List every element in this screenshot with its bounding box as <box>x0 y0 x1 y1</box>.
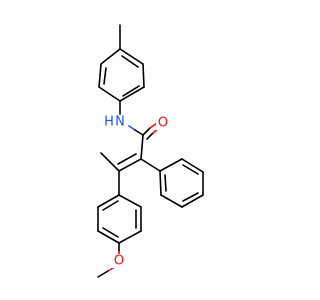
phenyl-ring <box>159 158 204 208</box>
oxygen-methyl-bond <box>97 270 109 278</box>
aromatic-double-bond <box>164 174 167 192</box>
bond <box>118 194 142 208</box>
background <box>0 0 300 300</box>
aromatic-double-bond <box>102 227 119 238</box>
alkene-double-bond <box>117 153 137 165</box>
aromatic-double-bond <box>122 85 140 97</box>
alkene-bond <box>118 158 142 172</box>
hydrogen-label: H <box>104 115 114 130</box>
ether-oxygen-label: O <box>114 254 124 269</box>
vinyl-bond <box>100 152 120 172</box>
alpha-phenyl-bond <box>140 158 161 172</box>
aromatic-double-bond <box>182 164 199 175</box>
bond <box>119 48 144 65</box>
amide-bond-n-half <box>128 125 136 131</box>
oxygen-methyl-bond-o-half <box>107 267 114 272</box>
carbonyl-oxygen-label: O <box>158 116 168 131</box>
label-backdrop <box>156 116 170 130</box>
bond-layer <box>97 24 204 278</box>
bond <box>181 194 204 208</box>
bond <box>159 170 162 196</box>
nitrogen-label: N <box>115 115 125 130</box>
bond <box>118 230 142 244</box>
aromatic-double-bond <box>182 192 199 202</box>
bond <box>142 63 145 88</box>
bond <box>181 158 204 173</box>
aromatic-double-bond <box>121 55 139 68</box>
bond <box>97 194 120 208</box>
bond <box>98 63 102 88</box>
carbonyl-double-bond-o-half <box>149 122 158 129</box>
molecule-diagram: N H O O <box>0 0 300 300</box>
amide-bond <box>134 129 144 136</box>
bond <box>100 48 121 65</box>
bond <box>159 158 183 172</box>
carbonyl-double-bond <box>142 127 151 136</box>
carbonyl-alpha-bond <box>140 134 144 160</box>
label-backdrop <box>112 254 126 268</box>
carbonyl-double-bond <box>146 132 154 140</box>
bond <box>98 86 121 102</box>
bond <box>119 86 145 102</box>
aromatic-double-bond <box>102 200 119 211</box>
atom-label-layer: N H O O <box>104 115 170 269</box>
aromatic-double-bond <box>103 67 107 85</box>
label-backdrop <box>113 115 127 129</box>
tolyl-ring <box>98 48 145 102</box>
bond <box>97 230 120 244</box>
bond <box>160 194 183 208</box>
methoxyphenyl-ring <box>97 194 142 244</box>
